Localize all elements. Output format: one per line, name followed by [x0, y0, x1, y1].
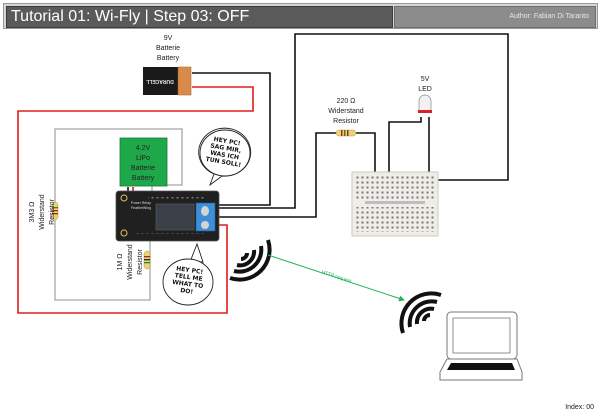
- resistor-3m3-label-3: Resistor: [49, 199, 56, 225]
- resistor-1m-label-2: Widerstand: [127, 244, 134, 280]
- resistor-3m3-label-2: Widerstand: [39, 194, 46, 230]
- lipo-label-1: 4.2V: [136, 145, 151, 152]
- speech-bubble-bottom: HEY PC! TELL ME WHAT TO DO!: [162, 242, 214, 306]
- http-request-label: HTTP request: [321, 269, 353, 284]
- lipo-label-2: LiPo: [136, 155, 150, 162]
- board-label-1: Power Relay: [131, 201, 151, 205]
- bubble-bottom-line-4: DO!: [180, 287, 194, 296]
- resistor-220-label-2: Widerstand: [328, 108, 364, 115]
- battery-9v-label-3: Battery: [157, 55, 180, 62]
- lipo-label-3: Batterie: [131, 165, 155, 172]
- author-box: Author: Fabian Di Taranto: [394, 6, 596, 28]
- resistor-220-label-1: 220 Ω: [337, 98, 356, 105]
- lipo-label-4: Battery: [132, 175, 155, 182]
- breadboard: [351, 171, 439, 237]
- lipo-battery: 4.2V LiPo Batterie Battery: [119, 137, 168, 187]
- title-box: Tutorial 01: Wi-Fly | Step 03: OFF: [6, 6, 393, 28]
- wifi-receive-icon: [399, 291, 442, 334]
- resistor-220: [335, 129, 357, 137]
- bubble-top-line-1: HEY PC!: [213, 136, 241, 148]
- battery-9v-label-1: 9V: [164, 35, 173, 42]
- led-label-1: 5V: [421, 76, 430, 83]
- laptop-icon: [439, 311, 523, 381]
- resistor-220-label-3: Resistor: [333, 118, 359, 125]
- led-label-2: LED: [418, 86, 432, 93]
- battery-9v-label-2: Batterie: [156, 45, 180, 52]
- bubble-top-line-3: WAS ICH: [210, 149, 240, 161]
- wifi-signal-icon: [229, 239, 272, 282]
- index-label: Index: 00: [565, 404, 594, 411]
- page-title: Tutorial 01: Wi-Fly | Step 03: OFF: [11, 8, 250, 25]
- bubble-bottom-line-1: HEY PC!: [176, 265, 204, 276]
- black-wire: [127, 33, 509, 218]
- feather-relay-board: Power Relay FeatherWing: [115, 190, 220, 242]
- bubble-bottom-line-3: WHAT TO: [172, 279, 204, 290]
- resistor-1m: [143, 250, 151, 270]
- author-label: Author: Fabian Di Taranto: [509, 13, 589, 20]
- resistor-3m3: [51, 201, 59, 221]
- header-bar: Tutorial 01: Wi-Fly | Step 03: OFF Autho…: [3, 3, 598, 29]
- bubble-bottom-line-2: TELL ME: [174, 272, 203, 283]
- resistor-1m-label-1: 1M Ω: [117, 254, 124, 271]
- battery-brand: DURACELL: [146, 78, 174, 84]
- board-label-2: FeatherWing: [131, 206, 151, 210]
- resistor-3m3-label-1: 3M3 Ω: [29, 202, 36, 223]
- battery-9v: DURACELL: [143, 66, 192, 96]
- speech-bubble-top: HEY PC! SAG MIR, WAS ICH TUN SOLL!: [198, 127, 252, 187]
- led-5v: [418, 94, 432, 113]
- http-request-arrow: [267, 254, 405, 302]
- resistor-1m-label-3: Resistor: [137, 249, 144, 275]
